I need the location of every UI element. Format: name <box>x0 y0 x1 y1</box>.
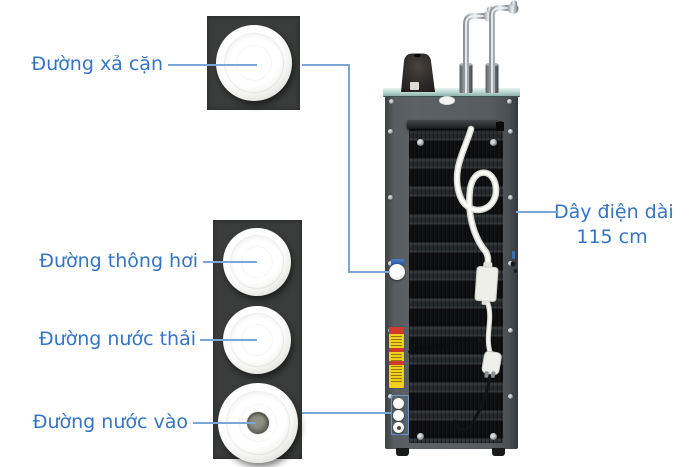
screw-icon <box>388 195 393 200</box>
screw-icon <box>388 261 393 266</box>
label-power-cord-line1: Dây điện dài <box>554 201 674 223</box>
dispenser-top-glass <box>383 88 520 96</box>
screw-icon <box>508 261 513 266</box>
connector-drain-label <box>168 64 257 66</box>
vent-port-cap <box>393 398 404 409</box>
vent-cap-icon <box>223 228 291 296</box>
screw-icon <box>388 394 393 399</box>
connector-cord-label <box>516 211 557 213</box>
screw-icon <box>508 195 513 200</box>
screw-icon <box>389 99 394 104</box>
label-vent: Đường thông hơi <box>39 250 198 272</box>
label-water-inlet: Đường nước vào <box>32 411 188 433</box>
connector-drain-to-machine <box>348 271 390 273</box>
condenser-grille <box>409 121 503 443</box>
foot-left <box>396 448 409 456</box>
inlet-port-cap <box>393 422 404 433</box>
screw-icon <box>490 139 497 146</box>
connector-drain-vertical <box>348 64 350 272</box>
screw-icon <box>508 328 513 333</box>
connector-waste <box>200 339 257 341</box>
screw-icon <box>507 99 512 104</box>
waste-port-cap <box>393 410 404 421</box>
foot-right <box>492 448 505 456</box>
hot-faucet <box>459 6 495 93</box>
drain-port-sticker <box>391 259 404 266</box>
condenser-bracket <box>496 122 504 131</box>
connector-vent <box>203 261 257 263</box>
screw-icon <box>417 433 424 440</box>
screw-icon <box>508 394 513 399</box>
screw-icon <box>490 433 497 440</box>
label-waste-water: Đường nước thải <box>38 328 196 350</box>
drain-cap-icon <box>216 25 292 101</box>
connector-inlet-to-machine <box>302 412 391 414</box>
callout-port-strip <box>213 220 302 463</box>
label-power-cord: Dây điện dài 115 cm <box>554 200 674 250</box>
screw-icon <box>388 129 393 134</box>
funnel <box>401 53 435 92</box>
screw-icon <box>508 129 513 134</box>
label-drain: Đường xả cặn <box>31 53 163 75</box>
callout-drain-cap <box>207 16 300 110</box>
inlet-hole-icon <box>247 412 269 434</box>
warning-sticker <box>389 327 404 388</box>
condenser-top-bar <box>407 120 499 129</box>
inlet-port-hole-icon <box>396 425 401 430</box>
drain-port-cap <box>389 264 405 280</box>
label-power-cord-line2: 115 cm <box>576 226 648 248</box>
brand-logo <box>439 96 455 105</box>
connector-inlet-label <box>193 422 256 424</box>
screw-icon <box>417 139 424 146</box>
cold-faucet <box>485 0 519 93</box>
connector-drain-right <box>302 64 349 66</box>
